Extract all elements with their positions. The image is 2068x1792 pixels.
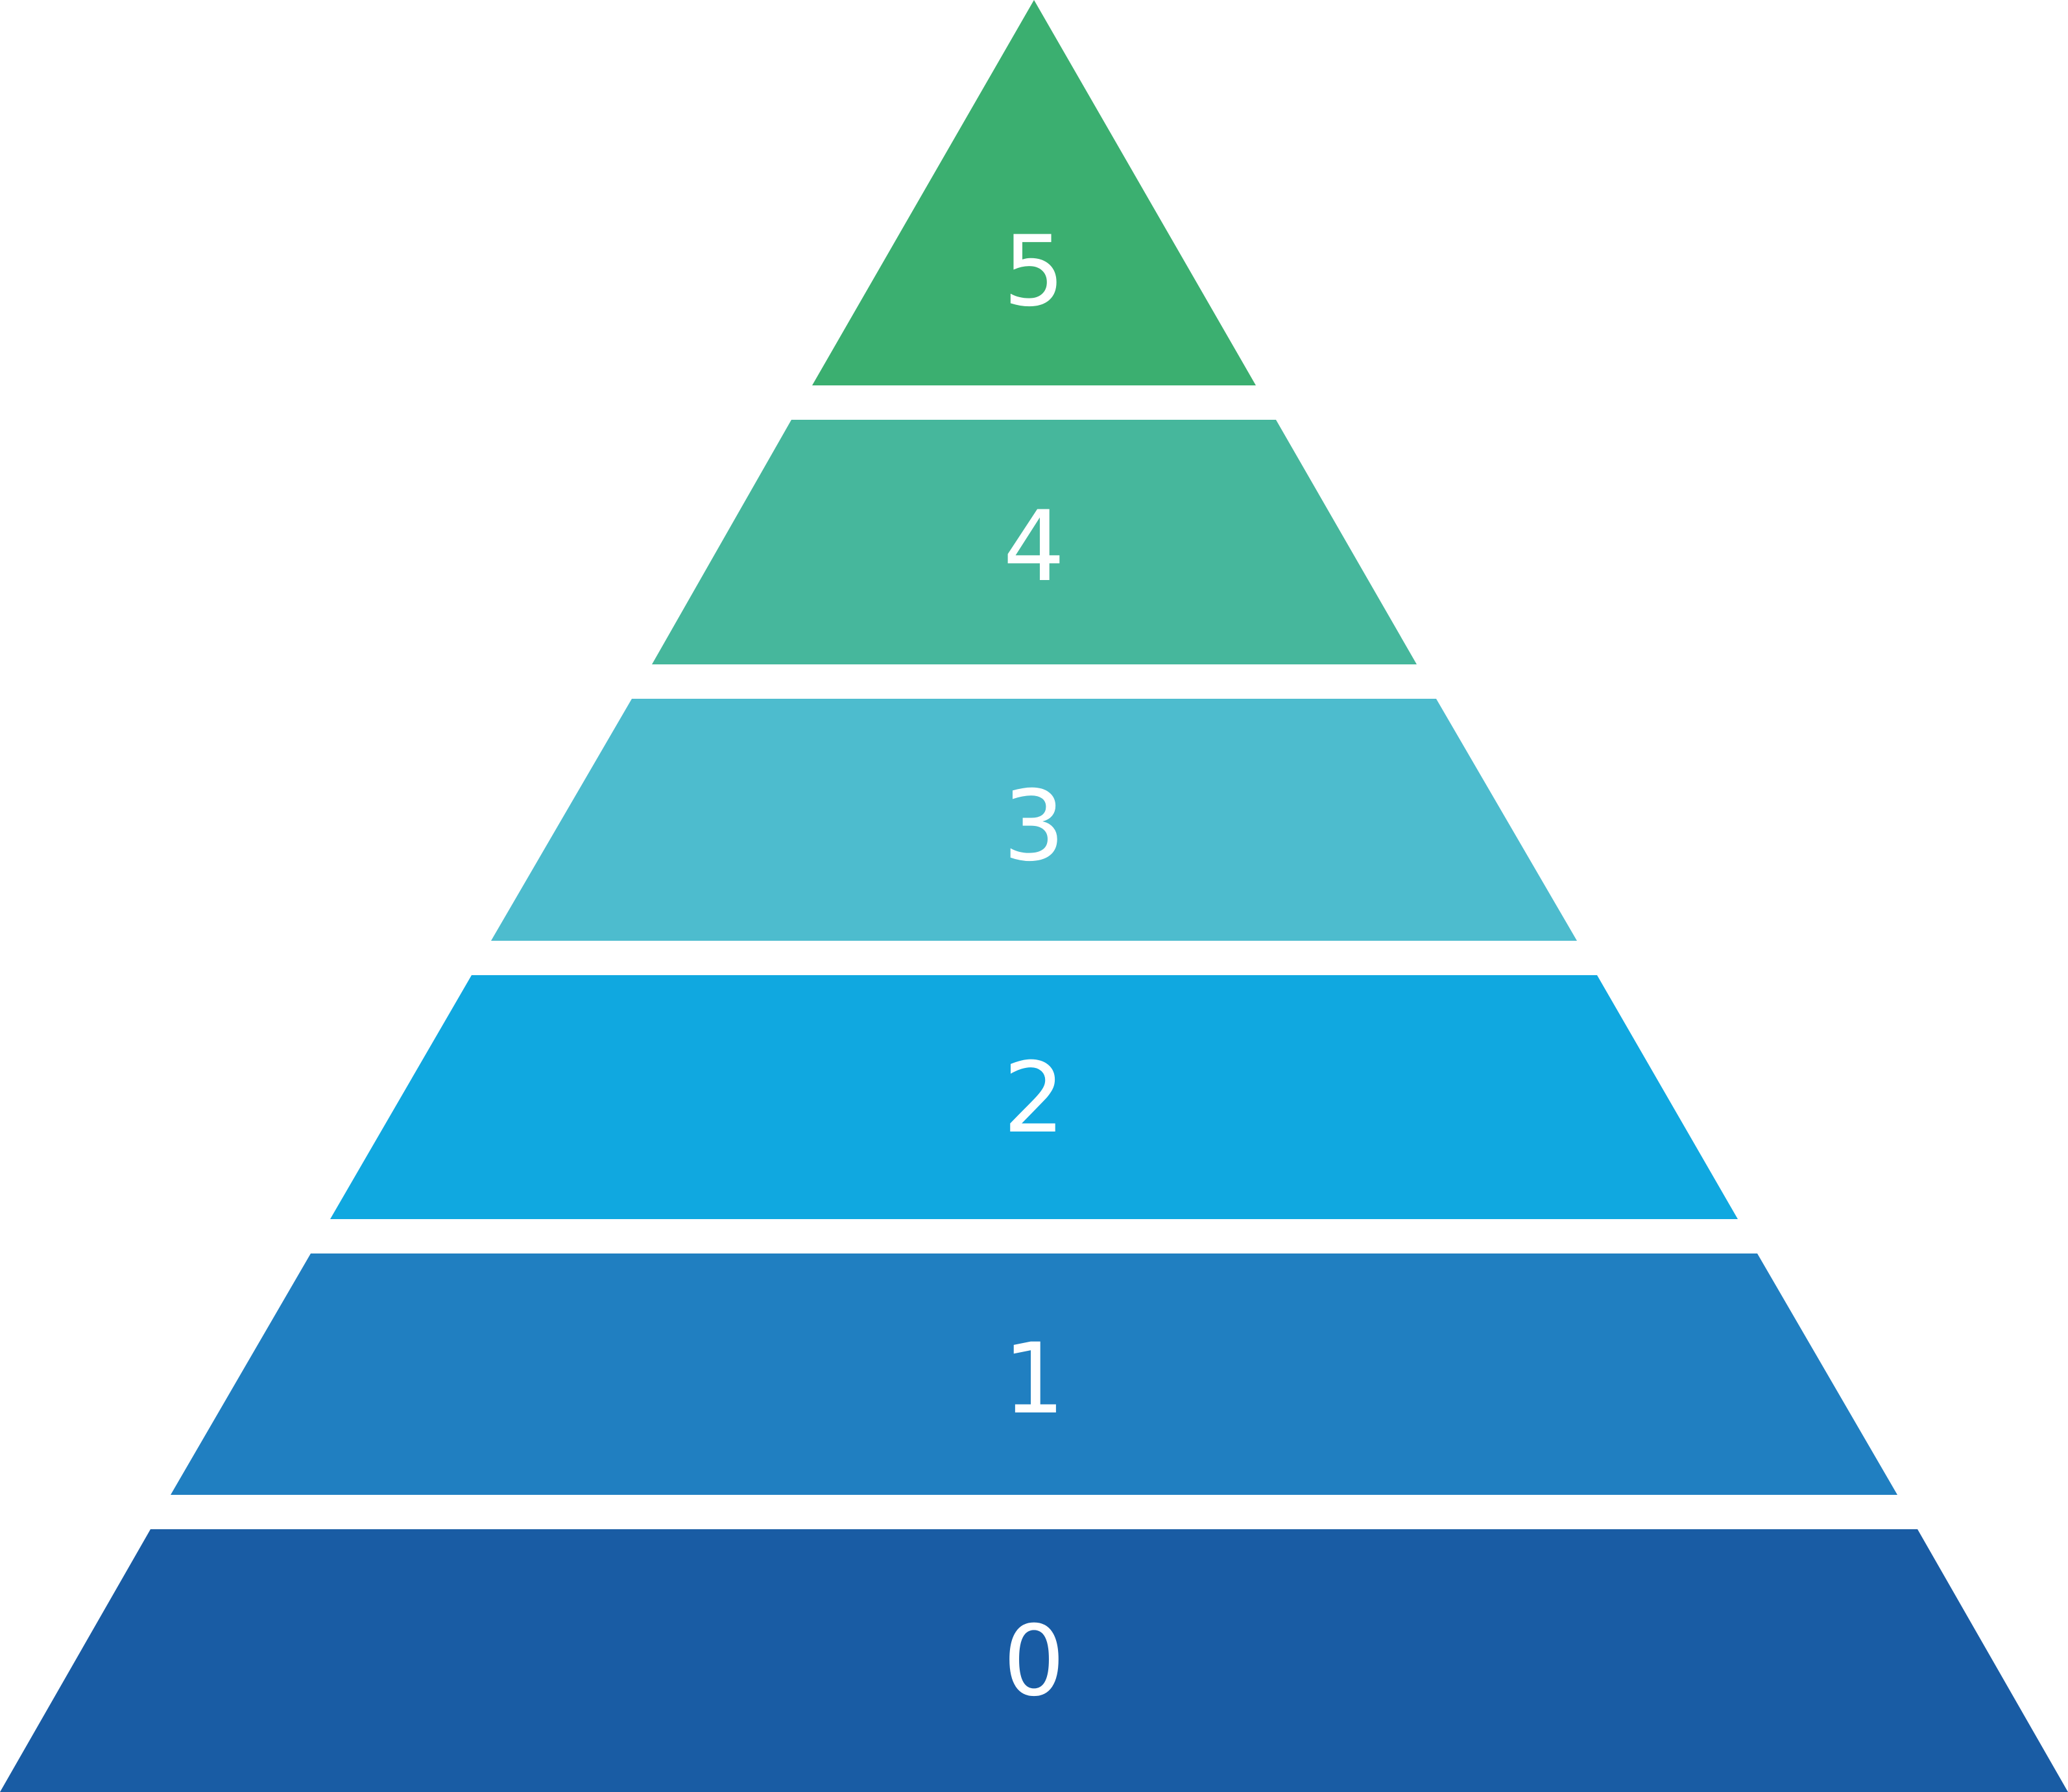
pyramid-level-1-label: 1 — [1003, 1323, 1064, 1436]
pyramid-level-5-label: 5 — [1003, 215, 1064, 328]
pyramid-level-4-label: 4 — [1003, 490, 1064, 603]
pyramid-level-5-shape — [812, 0, 1256, 385]
pyramid-level-1: 1 — [171, 1253, 1897, 1495]
pyramid-level-0: 0 — [0, 1529, 2068, 1792]
pyramid-level-0-shape — [0, 1529, 2068, 1792]
pyramid-level-4: 4 — [652, 420, 1417, 664]
pyramid-level-3-shape — [491, 699, 1577, 941]
pyramid-level-3-label: 3 — [1003, 770, 1064, 883]
pyramid-level-4-shape — [652, 420, 1417, 664]
pyramid-level-2-shape — [330, 975, 1738, 1219]
pyramid-level-3: 3 — [491, 699, 1577, 941]
pyramid-level-2-label: 2 — [1003, 1042, 1064, 1155]
pyramid-level-5: 5 — [812, 0, 1256, 385]
pyramid-level-2: 2 — [330, 975, 1738, 1219]
pyramid-level-1-shape — [171, 1253, 1897, 1495]
pyramid-level-0-label: 0 — [1003, 1605, 1064, 1718]
